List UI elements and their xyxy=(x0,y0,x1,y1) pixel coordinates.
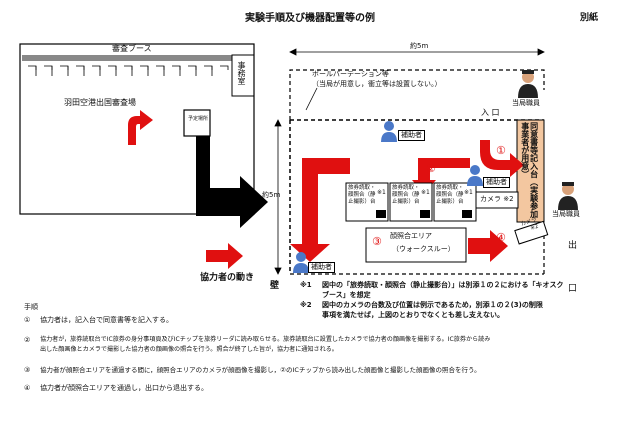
entrance-label: 入 口 xyxy=(481,108,500,117)
booth-bar xyxy=(22,55,232,61)
marker-2: ② xyxy=(426,162,436,175)
step-1-text: 協力者は，記入台で同意書等を記入する。 xyxy=(40,316,173,324)
staff-icon-2 xyxy=(558,182,578,210)
partition-note-1: ポールパーテーション等 xyxy=(312,70,389,78)
partition-note-2: （当局が用意し，衝立等は設置しない。） xyxy=(312,80,442,88)
desk-label-1: 旅券読取・顔照合（静止撮影）台 xyxy=(348,185,376,205)
booth-label: 審査ブース xyxy=(112,44,152,53)
black-arrow xyxy=(196,136,268,228)
step-4-number: ④ xyxy=(24,384,31,392)
marker-4: ④ xyxy=(496,231,506,244)
assistant-icon-1 xyxy=(381,121,397,142)
step-2-text-line2: 出した顔画像とカメラで撮影した協力者の顔画像の照合を行う。照合が終了した旨が，協… xyxy=(40,346,338,353)
desk-label-2: 旅券読取・顔照合（静止撮影）台 xyxy=(392,185,420,205)
assistant-label-1: 補助者 xyxy=(398,130,425,141)
hall-label: 羽田空港出国審査場 xyxy=(64,98,136,107)
assistant-label-3: 補助者 xyxy=(308,262,335,273)
desk-mark-2: ※1 xyxy=(421,189,430,196)
office-label: 事務室 xyxy=(237,61,246,85)
note-2-text-cont: 事項を満たせば，上図のとおりでなくとも差し支えない。 xyxy=(322,311,504,319)
dimension-lines xyxy=(274,48,545,275)
face-area-title: 顔照合エリア xyxy=(390,232,432,240)
face-area-number: ③ xyxy=(372,235,382,248)
wall-label: 壁 xyxy=(270,281,280,291)
kiosk-camera-box xyxy=(514,220,549,245)
note-1-text: 図中の「旅券読取・顔照合（静止撮影台）」は別添１の２における「キオスク xyxy=(322,281,564,289)
flow-legend-arrow xyxy=(206,243,243,269)
annex-label: 別紙 xyxy=(579,13,598,23)
red-arrow-4 xyxy=(468,230,508,262)
office-box xyxy=(231,54,255,97)
assistant-icon-2 xyxy=(467,165,483,186)
desk-label-3: 旅券読取・顔照合（静止撮影）台 xyxy=(436,185,464,205)
desk-devices xyxy=(376,210,472,218)
assistant-label-2: 補助者 xyxy=(483,177,510,188)
staff-label-1: 当局職員 xyxy=(512,99,540,107)
planned-site-label: 予定場所 xyxy=(187,116,208,122)
staff-label-2: 当局職員 xyxy=(552,210,580,218)
face-area-subtitle: （ウォークスルー） xyxy=(392,245,455,253)
desks xyxy=(345,182,477,222)
step-1-number: ① xyxy=(24,316,31,324)
note-1-mark: ※1 xyxy=(300,281,312,289)
assistant-icon-3 xyxy=(293,252,309,273)
width-dimension: 約5m xyxy=(410,42,429,50)
step-3-text: 協力者が顔照合エリアを通過する間に，顔照合エリアのカメラが顔画像を撮影し，②のI… xyxy=(40,366,481,374)
note-2-mark: ※2 xyxy=(300,301,312,309)
note-2-text: 図中のカメラの台数及び位置は例示であるため，別添１の２(3)の制限 xyxy=(322,301,543,309)
step-2-number: ② xyxy=(24,336,31,344)
desk-mark-1: ※1 xyxy=(377,189,386,196)
desk-mark-3: ※1 xyxy=(464,189,473,196)
step-3-number: ③ xyxy=(24,366,31,374)
marker-1: ① xyxy=(496,144,506,157)
face-area-box xyxy=(365,227,467,263)
step-4-text: 協力者が顔照合エリアを通過し，出口から退出する。 xyxy=(40,384,208,392)
height-dimension: 約5m xyxy=(262,191,281,199)
page-title: 実験手順及び機器配置等の例 xyxy=(245,13,375,24)
booth-stalls xyxy=(28,65,229,76)
red-arrow-3 xyxy=(290,158,350,262)
partition-dashed xyxy=(289,69,545,120)
planned-site-box xyxy=(183,109,211,137)
notice-board-label: 同意書等記入台（実験参加事業者が用意） xyxy=(520,122,539,218)
camera-box xyxy=(475,191,519,209)
staff-icon-1 xyxy=(518,70,538,98)
flow-legend-label: 協力者の動き xyxy=(200,273,255,283)
camera-label: カメラ ※2 xyxy=(480,195,514,203)
red-arrow-1 xyxy=(480,140,524,177)
exit-label: 出 口 xyxy=(566,240,576,304)
step-2-text-line1: 協力者が，旅券読取台でIC旅券の身分事項頁及びICチップを旅券リーダに読み取らせ… xyxy=(40,336,491,343)
inspection-hall xyxy=(19,43,255,215)
procedure-heading: 手順 xyxy=(24,303,38,311)
note-1-text-cont: ブース」を想定 xyxy=(322,291,371,299)
red-arrow-hall xyxy=(128,110,153,145)
